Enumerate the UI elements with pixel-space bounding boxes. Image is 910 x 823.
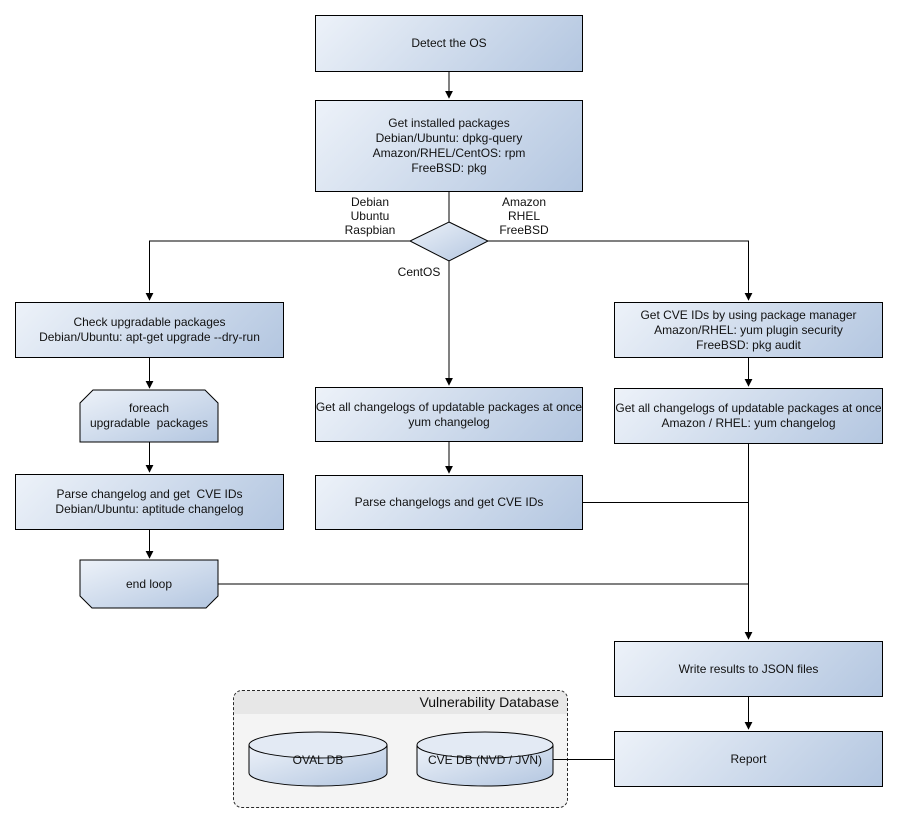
os-decision-diamond <box>408 221 490 262</box>
node-detect-os-label: Detect the OS <box>411 36 487 50</box>
node-write-results-label: Write results to JSON files <box>678 661 819 676</box>
branch-label-debian: Debian Ubuntu Raspbian <box>344 195 396 237</box>
node-parse-changelog-debian-label: Parse changelog and get CVE IDs Debian/U… <box>55 487 244 516</box>
oval-db-cylinder-top <box>248 731 388 759</box>
node-get-changelogs-amazon-label: Get all changelogs of updatable packages… <box>615 401 882 430</box>
node-get-installed-packages-label: Get installed packages Debian/Ubuntu: dp… <box>372 116 526 175</box>
node-write-results: Write results to JSON files <box>614 641 883 697</box>
foreach-loop-shape <box>79 389 219 443</box>
vulnerability-database-title: Vulnerability Database <box>419 694 559 710</box>
node-parse-changelogs-centos-label: Parse changelogs and get CVE IDs <box>354 495 544 509</box>
node-get-changelogs-centos-label: Get all changelogs of updatable packages… <box>315 399 583 429</box>
node-get-changelogs-centos: Get all changelogs of updatable packages… <box>315 387 583 442</box>
node-get-cve-ids-pkg-manager-label: Get CVE IDs by using package manager Ama… <box>640 307 857 352</box>
node-parse-changelog-debian: Parse changelog and get CVE IDs Debian/U… <box>15 474 284 530</box>
connector-decision-to-get-cve-ids <box>488 240 753 301</box>
end-loop-shape <box>79 559 219 609</box>
node-parse-changelogs-centos: Parse changelogs and get CVE IDs <box>315 475 583 530</box>
node-get-cve-ids-pkg-manager: Get CVE IDs by using package manager Ama… <box>614 302 883 358</box>
node-get-installed-packages: Get installed packages Debian/Ubuntu: dp… <box>315 100 583 192</box>
node-check-upgradable-packages-label: Check upgradable packages Debian/Ubuntu:… <box>39 315 260 344</box>
node-detect-os: Detect the OS <box>315 15 583 72</box>
vulnerability-database-header: Vulnerability Database <box>234 691 567 714</box>
node-report-label: Report <box>730 751 767 766</box>
branch-label-centos: CentOS <box>397 265 441 279</box>
node-check-upgradable-packages: Check upgradable packages Debian/Ubuntu:… <box>15 302 284 358</box>
connector-decision-to-check-upgradable <box>145 240 410 301</box>
branch-label-amazon: Amazon RHEL FreeBSD <box>499 195 549 237</box>
node-get-changelogs-amazon: Get all changelogs of updatable packages… <box>614 388 883 444</box>
cve-db-cylinder-top <box>416 731 554 759</box>
node-report: Report <box>614 731 883 787</box>
